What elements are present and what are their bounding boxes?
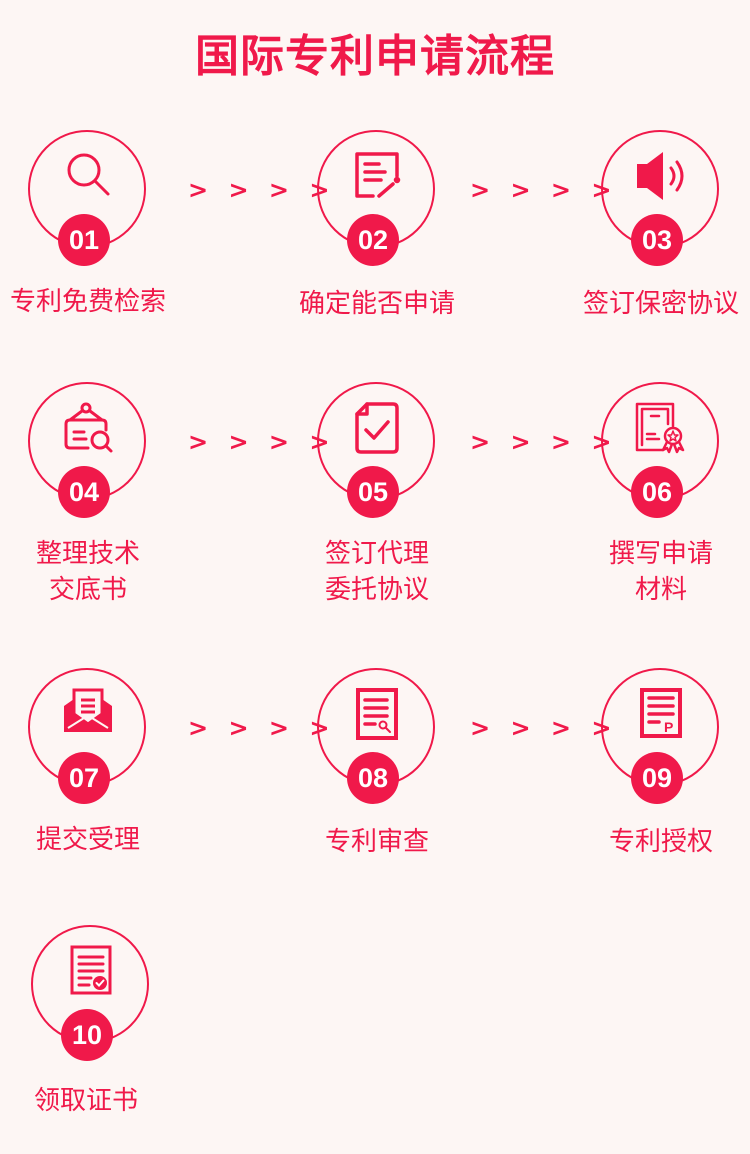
step-number-badge: 05 [347, 466, 399, 518]
flow-arrows: > > > > [188, 428, 336, 456]
document-check-icon [351, 402, 403, 454]
flow-arrows: > > > > [470, 714, 618, 742]
speaker-icon [635, 150, 687, 202]
envelope-letter-icon [62, 688, 114, 740]
step-number-badge: 01 [58, 214, 110, 266]
document-search-icon [351, 688, 403, 740]
step-label: 提交受理 [35, 825, 140, 855]
step-label-line: 交底书 [48, 575, 127, 605]
step-label-line: 委托协议 [324, 575, 429, 605]
step-label-line: 材料 [634, 575, 687, 605]
step-label: 专利授权 [608, 827, 713, 857]
step-label-line: 签订代理 [324, 539, 429, 569]
step-number-badge: 02 [347, 214, 399, 266]
certificate-icon [635, 402, 687, 454]
edit-note-icon [351, 150, 403, 202]
step-label-line: 整理技术 [35, 539, 140, 569]
step-label: 专利审查 [324, 827, 429, 857]
flow-arrows: > > > > [188, 714, 336, 742]
card-search-icon [62, 402, 114, 454]
step-label: 专利免费检索 [9, 287, 166, 317]
step-label: 签订保密协议 [582, 289, 739, 319]
svg-text:P: P [664, 719, 673, 735]
step-number-badge: 04 [58, 466, 110, 518]
step-label: 领取证书 [33, 1086, 138, 1116]
step-number-badge: 08 [347, 752, 399, 804]
step-label-line: 撰写申请 [608, 539, 713, 569]
step-label: 整理技术 交底书 [0, 536, 208, 608]
search-icon [62, 150, 114, 202]
flow-arrows: > > > > [188, 176, 336, 204]
flow-arrows: > > > > [470, 428, 618, 456]
document-approved-icon [65, 945, 117, 997]
step-label: 签订代理 委托协议 [257, 536, 497, 608]
step-label: 撰写申请 材料 [541, 536, 750, 608]
page-title: 国际专利申请流程 [195, 31, 555, 82]
patent-document-icon: P [635, 688, 687, 740]
step-label: 确定能否申请 [298, 289, 455, 319]
step-number-badge: 09 [631, 752, 683, 804]
step-number-badge: 03 [631, 214, 683, 266]
step-number-badge: 07 [58, 752, 110, 804]
flow-arrows: > > > > [470, 176, 618, 204]
step-number-badge: 06 [631, 466, 683, 518]
step-number-badge: 10 [61, 1009, 113, 1061]
